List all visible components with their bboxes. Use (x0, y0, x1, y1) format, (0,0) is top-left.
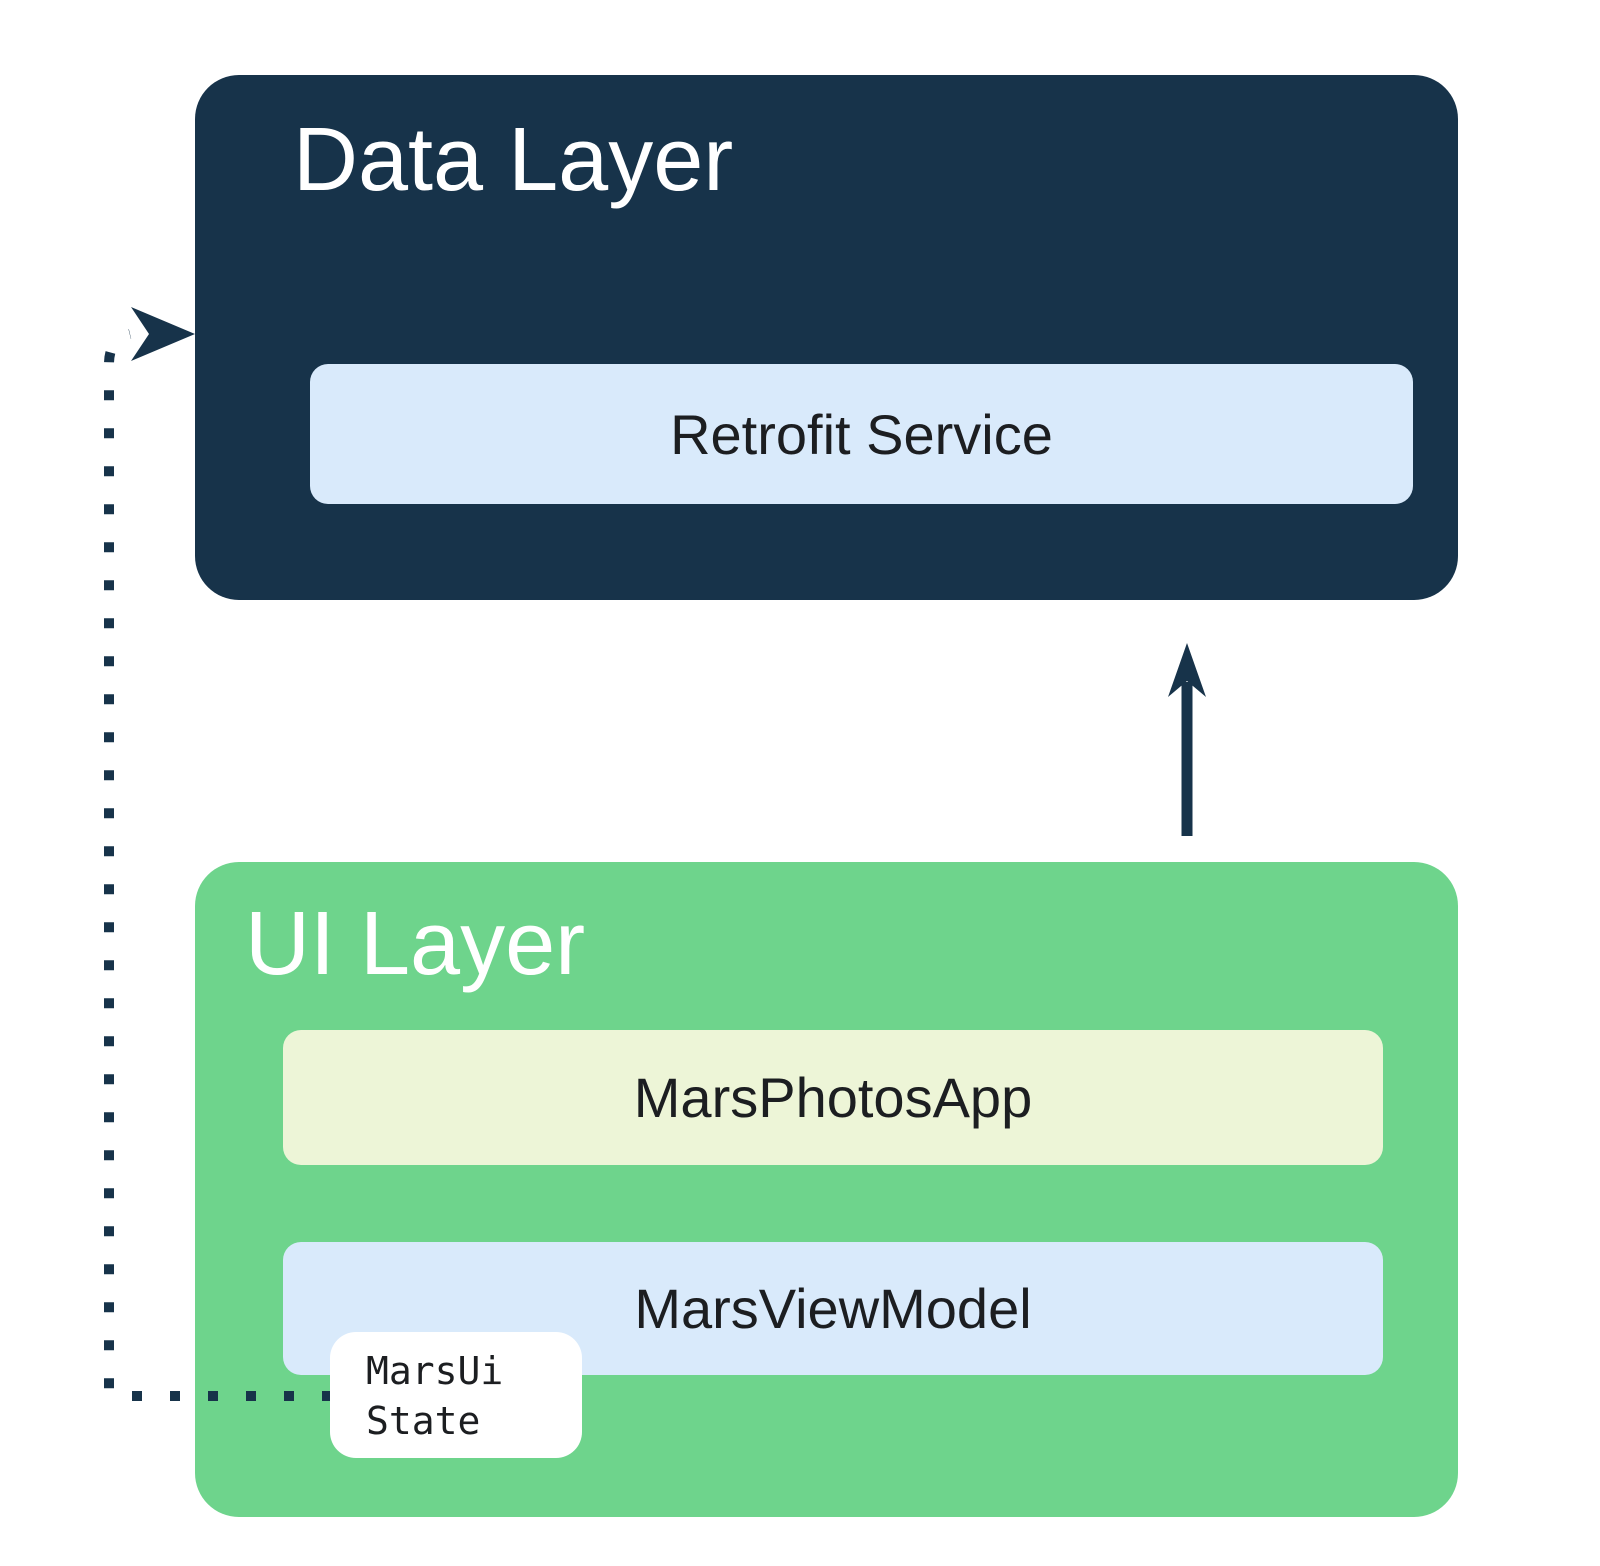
mars-ui-state-box: MarsUi State (330, 1332, 582, 1458)
ui-layer-title: UI Layer (245, 894, 586, 994)
retrofit-service-label: Retrofit Service (670, 402, 1053, 466)
mars-view-model-label: MarsViewModel (634, 1277, 1032, 1340)
dotted-arrow-head (131, 307, 195, 361)
mars-photos-app-label: MarsPhotosApp (633, 1066, 1033, 1129)
mars-photos-app-box: MarsPhotosApp (283, 1030, 1383, 1165)
mars-ui-state-label-line2: State (366, 1399, 481, 1443)
data-layer-title: Data Layer (293, 110, 734, 210)
data-layer-box: Data Layer Retrofit Service (195, 75, 1458, 600)
up-arrow-head (1168, 643, 1206, 697)
mars-ui-state-label-line1: MarsUi (366, 1349, 504, 1393)
retrofit-service-box: Retrofit Service (310, 364, 1413, 504)
